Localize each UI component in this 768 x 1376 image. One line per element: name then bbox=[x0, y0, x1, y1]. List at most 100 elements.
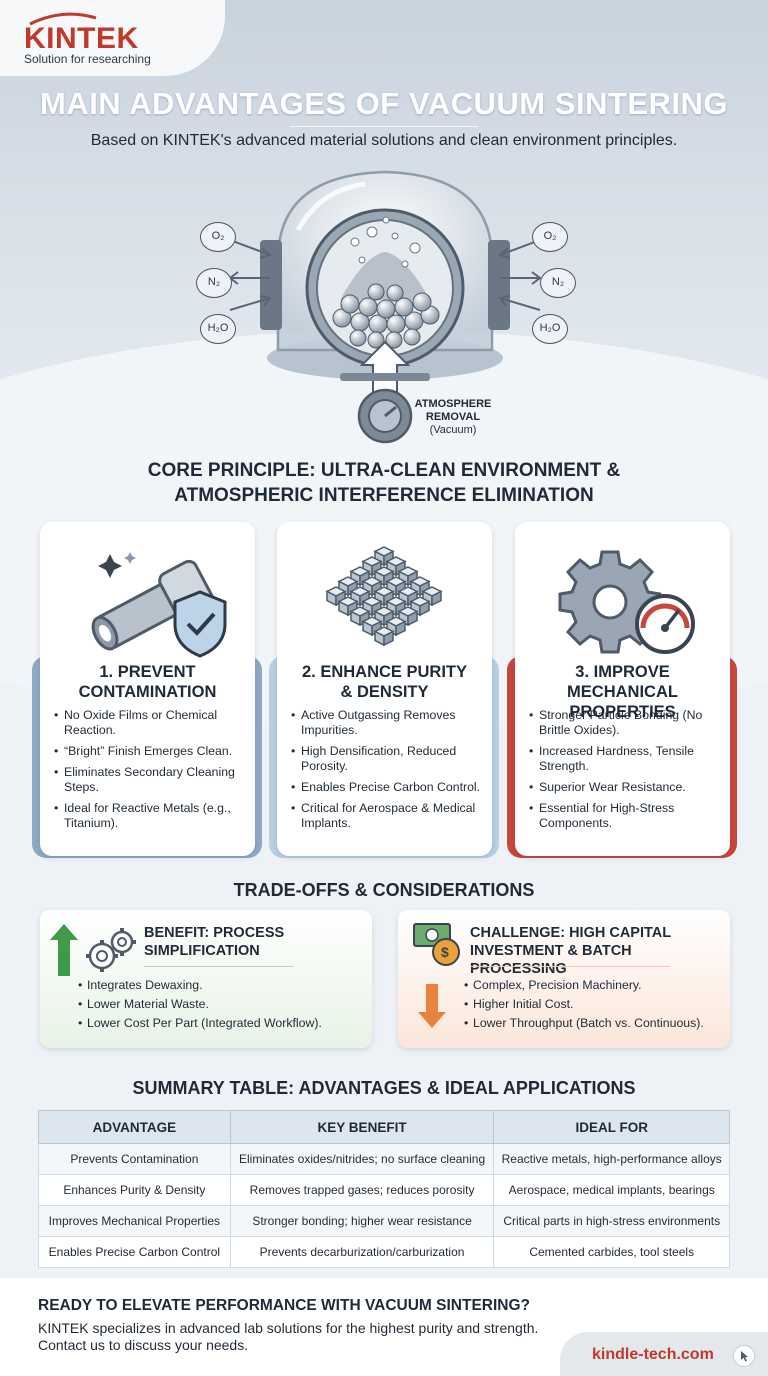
table-row: Enhances Purity & Density Removes trappe… bbox=[38, 1174, 730, 1206]
list-item: Eliminates Secondary Cleaning Steps. bbox=[54, 765, 246, 795]
core-principle-title: CORE PRINCIPLE: ULTRA-CLEAN ENVIRONMENT … bbox=[0, 458, 768, 508]
card-3-bullets: Stronger Particle Bonding (No Brittle Ox… bbox=[529, 708, 721, 837]
list-item: Enables Precise Carbon Control. bbox=[291, 780, 483, 795]
benefit-divider bbox=[144, 966, 294, 967]
list-item: Active Outgassing Removes Impurities. bbox=[291, 708, 483, 738]
brand-name: KINTEK bbox=[24, 22, 139, 55]
table-cell: Improves Mechanical Properties bbox=[38, 1205, 231, 1237]
card-2-bullets: Active Outgassing Removes Impurities. Hi… bbox=[291, 708, 483, 837]
up-arrow-gears-icon bbox=[50, 924, 136, 976]
table-cell: Cemented carbides, tool steels bbox=[493, 1236, 730, 1268]
card-2-title-line-1: 2. ENHANCE PURITY bbox=[301, 663, 468, 681]
card-1-title-line-1: 1. PREVENT bbox=[99, 663, 196, 681]
gas-nitrogen-right: N₂ bbox=[540, 268, 576, 298]
list-item: Increased Hardness, Tensile Strength. bbox=[529, 744, 721, 774]
summary-table: ADVANTAGE KEY BENEFIT IDEAL FOR Prevents… bbox=[38, 1110, 730, 1268]
challenge-divider bbox=[470, 966, 670, 967]
card-1-bullets: No Oxide Films or Chemical Reaction. “Br… bbox=[54, 708, 246, 837]
list-item: Critical for Aerospace & Medical Implant… bbox=[291, 801, 483, 831]
table-cell: Eliminates oxides/nitrides; no surface c… bbox=[229, 1143, 495, 1175]
list-item: Lower Material Waste. bbox=[78, 995, 322, 1014]
cube-face bbox=[395, 620, 406, 637]
benefit-heading-line-1: BENEFIT: PROCESS bbox=[144, 925, 285, 941]
list-item: Complex, Precision Machinery. bbox=[464, 976, 704, 995]
list-item: Stronger Particle Bonding (No Brittle Ox… bbox=[529, 708, 721, 738]
table-cell: Enables Precise Carbon Control bbox=[38, 1236, 231, 1268]
brand-tagline: Solution for researching bbox=[24, 52, 151, 66]
cube-face bbox=[419, 600, 430, 617]
challenge-heading: CHALLENGE: HIGH CAPITAL INVESTMENT & BAT… bbox=[470, 924, 730, 978]
website-link[interactable]: kindle-tech.com bbox=[592, 1346, 714, 1363]
cta-body: KINTEK specializes in advanced lab solut… bbox=[38, 1320, 598, 1354]
challenge-card: $ CHALLENGE: HIGH CAPITAL INVESTMENT & B… bbox=[398, 910, 730, 1048]
table-row: Prevents Contamination Eliminates oxides… bbox=[38, 1143, 730, 1175]
gas-nitrogen-left: N₂ bbox=[196, 268, 232, 298]
list-item: High Densification, Reduced Porosity. bbox=[291, 744, 483, 774]
table-cell: Prevents Contamination bbox=[38, 1143, 231, 1175]
cube-lattice-icon bbox=[325, 546, 443, 647]
gas-water-left: H₂O bbox=[200, 314, 236, 344]
card-2-title-line-2: & DENSITY bbox=[340, 683, 429, 701]
table-cell: Stronger bonding; higher wear resistance bbox=[229, 1205, 495, 1237]
challenge-bullets: Complex, Precision Machinery. Higher Ini… bbox=[464, 976, 704, 1033]
tradeoffs-title: TRADE-OFFS & CONSIDERATIONS bbox=[233, 880, 535, 900]
core-line-1: CORE PRINCIPLE: ULTRA-CLEAN ENVIRONMENT … bbox=[147, 460, 621, 481]
list-item: Lower Throughput (Batch vs. Continuous). bbox=[464, 1014, 704, 1033]
advantage-card-enhance-purity: 2. ENHANCE PURITY & DENSITY Active Outga… bbox=[277, 522, 492, 856]
advantage-card-mechanical-properties: 3. IMPROVE MECHANICAL PROPERTIES Stronge… bbox=[515, 522, 730, 856]
benefit-card: BENEFIT: PROCESS SIMPLIFICATION Integrat… bbox=[40, 910, 372, 1048]
logo-card[interactable]: KINTEK Solution for researching bbox=[0, 0, 225, 76]
removal-line-1: ATMOSPHERE bbox=[414, 398, 492, 410]
card-2-title: 2. ENHANCE PURITY & DENSITY bbox=[283, 662, 486, 702]
table-cell: Aerospace, medical implants, bearings bbox=[493, 1174, 730, 1206]
list-item: Essential for High-Stress Components. bbox=[529, 801, 721, 831]
benefit-heading-line-2: SIMPLIFICATION bbox=[144, 943, 260, 959]
column-header: KEY BENEFIT bbox=[229, 1110, 495, 1144]
gear-gauge-icon bbox=[558, 550, 695, 654]
logo-swoosh-icon bbox=[29, 12, 97, 26]
list-item: Ideal for Reactive Metals (e.g., Titaniu… bbox=[54, 801, 246, 831]
card-3-title-line-1: 3. IMPROVE MECHANICAL bbox=[567, 663, 678, 701]
table-cell: Removes trapped gases; reduces porosity bbox=[229, 1174, 495, 1206]
table-row: Enables Precise Carbon Control Prevents … bbox=[38, 1236, 730, 1268]
svg-text:$: $ bbox=[441, 944, 449, 960]
page-title: MAIN ADVANTAGES OF VACUUM SINTERING bbox=[39, 86, 728, 121]
cube-face bbox=[431, 590, 442, 607]
list-item: “Bright” Finish Emerges Clean. bbox=[54, 744, 246, 759]
list-item: Integrates Dewaxing. bbox=[78, 976, 322, 995]
benefit-bullets: Integrates Dewaxing. Lower Material Wast… bbox=[78, 976, 322, 1033]
benefit-heading: BENEFIT: PROCESS SIMPLIFICATION bbox=[144, 924, 284, 960]
gas-water-right: H₂O bbox=[532, 314, 568, 344]
cta-line-2: Contact us to discuss your needs. bbox=[38, 1337, 249, 1353]
column-header: IDEAL FOR bbox=[493, 1110, 730, 1144]
table-cell: Prevents decarburization/carburization bbox=[229, 1236, 495, 1268]
removal-line-2: REMOVAL bbox=[425, 411, 481, 423]
cursor-button[interactable] bbox=[733, 1345, 755, 1367]
gas-oxygen-right: O₂ bbox=[532, 222, 568, 252]
challenge-heading-line-2: INVESTMENT & BATCH PROCESSING bbox=[470, 943, 632, 977]
gas-oxygen-left: O₂ bbox=[200, 222, 236, 252]
cursor-icon bbox=[741, 1351, 748, 1362]
list-item: Superior Wear Resistance. bbox=[529, 780, 721, 795]
cube-face bbox=[383, 630, 394, 647]
core-line-2: ATMOSPHERIC INTERFERENCE ELIMINATION bbox=[174, 485, 594, 506]
card-1-title: 1. PREVENT CONTAMINATION bbox=[46, 662, 249, 702]
list-item: No Oxide Films or Chemical Reaction. bbox=[54, 708, 246, 738]
page-subtitle: Based on KINTEK's advanced material solu… bbox=[90, 132, 678, 149]
cta-title: READY TO ELEVATE PERFORMANCE WITH VACUUM… bbox=[38, 1297, 530, 1314]
column-header: ADVANTAGE bbox=[38, 1110, 231, 1144]
table-header-row: ADVANTAGE KEY BENEFIT IDEAL FOR bbox=[38, 1110, 730, 1144]
card-1-title-line-2: CONTAMINATION bbox=[78, 683, 217, 701]
table-row: Improves Mechanical Properties Stronger … bbox=[38, 1205, 730, 1237]
atmosphere-removal-label: ATMOSPHERE REMOVAL (Vacuum) bbox=[408, 398, 498, 437]
challenge-heading-line-1: CHALLENGE: HIGH CAPITAL bbox=[470, 925, 672, 941]
advantage-card-prevent-contamination: 1. PREVENT CONTAMINATION No Oxide Films … bbox=[40, 522, 255, 856]
table-cell: Reactive metals, high-performance alloys bbox=[493, 1143, 730, 1175]
table-cell: Critical parts in high-stress environmen… bbox=[493, 1205, 730, 1237]
cta-line-1: KINTEK specializes in advanced lab solut… bbox=[38, 1320, 539, 1336]
money-down-arrow-icon: $ bbox=[413, 923, 460, 1028]
title-divider bbox=[290, 126, 478, 127]
table-cell: Enhances Purity & Density bbox=[38, 1174, 231, 1206]
cube-face bbox=[407, 610, 418, 627]
list-item: Lower Cost Per Part (Integrated Workflow… bbox=[78, 1014, 322, 1033]
